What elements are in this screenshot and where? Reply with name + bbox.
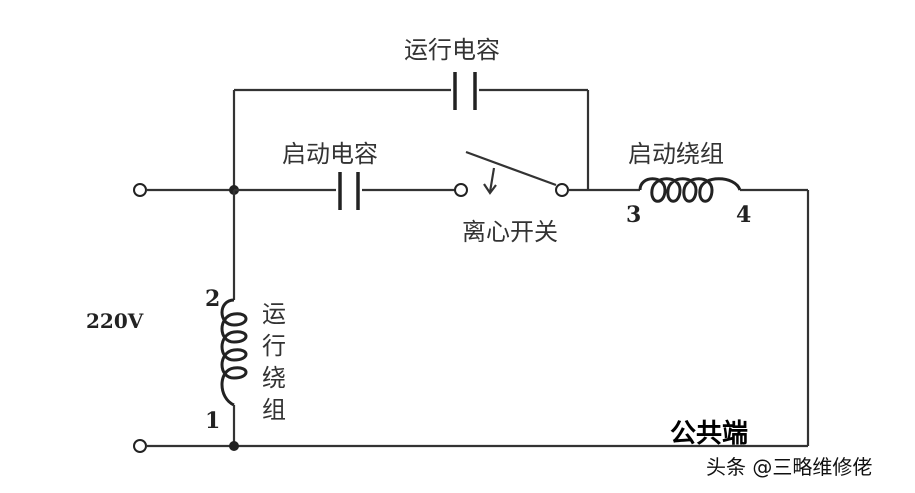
run-winding-label-char-2: 行 xyxy=(262,332,286,360)
switch-contact-left xyxy=(454,183,468,197)
switch-arrow-head xyxy=(483,183,497,195)
switch-arrow-shaft xyxy=(488,167,496,193)
run-winding-label-char-1: 运 xyxy=(262,300,286,328)
start-winding-coil xyxy=(638,177,742,203)
supply-terminal-bottom xyxy=(133,439,147,453)
run-winding-terminal-1: 1 xyxy=(205,408,220,434)
junction-bottom-left xyxy=(229,441,239,451)
start-winding-terminal-4: 4 xyxy=(736,202,751,228)
run-winding-terminal-2: 2 xyxy=(205,286,220,312)
start-winding-terminal-3: 3 xyxy=(626,202,641,228)
switch-contact-right xyxy=(555,183,569,197)
start-capacitor-label: 启动电容 xyxy=(282,140,378,168)
supply-voltage-label: 220V xyxy=(86,309,144,333)
start-winding-label: 启动绕组 xyxy=(628,140,724,168)
switch-blade xyxy=(465,150,557,187)
common-terminal-label: 公共端 xyxy=(670,419,748,449)
centrifugal-switch-label: 离心开关 xyxy=(462,218,558,246)
run-winding-label-char-3: 绕 xyxy=(262,364,286,392)
supply-terminal-top xyxy=(133,183,147,197)
watermark-text: 头条 @三略维修佬 xyxy=(706,455,872,479)
run-capacitor-label: 运行电容 xyxy=(404,36,500,64)
run-winding-coil xyxy=(220,298,248,407)
run-winding-label-char-4: 组 xyxy=(262,396,286,424)
